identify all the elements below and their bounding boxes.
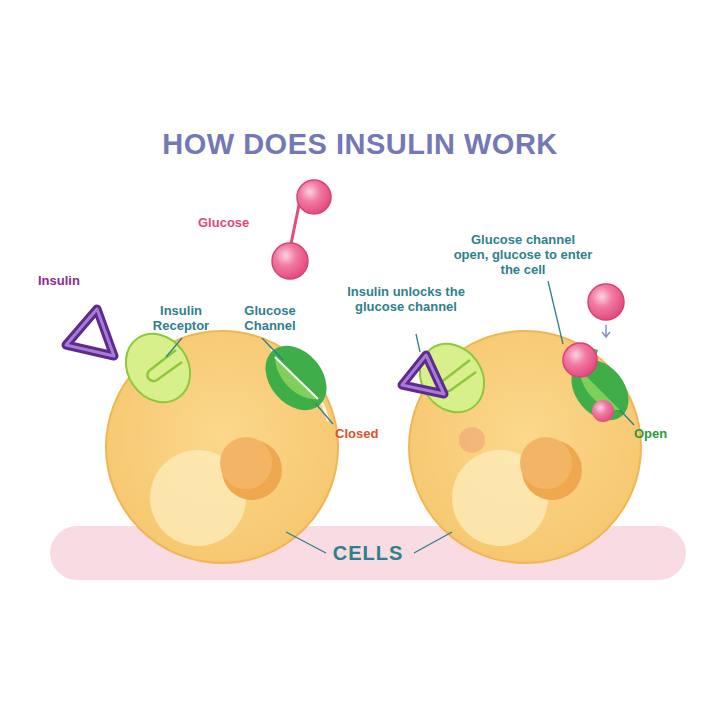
callout-note: Insulin unlocks the glucose channel [340, 284, 472, 314]
glucose-channel-closed [253, 334, 339, 423]
part-label: Insulin Receptor [143, 303, 219, 333]
glucose-molecule [272, 180, 331, 279]
title: HOW DOES INSULIN WORK [0, 128, 720, 161]
callout-note: Glucose channel open, glucose to enter t… [452, 232, 594, 277]
glucose-molecule [563, 284, 624, 377]
insulin-molecule [402, 355, 444, 394]
insulin-molecule [66, 309, 114, 356]
molecule-label: Insulin [38, 273, 108, 288]
state-label: Open [634, 426, 694, 441]
molecule-label: Glucose [198, 215, 268, 230]
insulin-receptor [407, 331, 497, 424]
state-label: Closed [335, 426, 395, 441]
part-label: Glucose Channel [232, 303, 308, 333]
insulin-receptor [113, 321, 203, 414]
leader-lines [166, 281, 634, 553]
band-label: CELLS [50, 542, 686, 565]
